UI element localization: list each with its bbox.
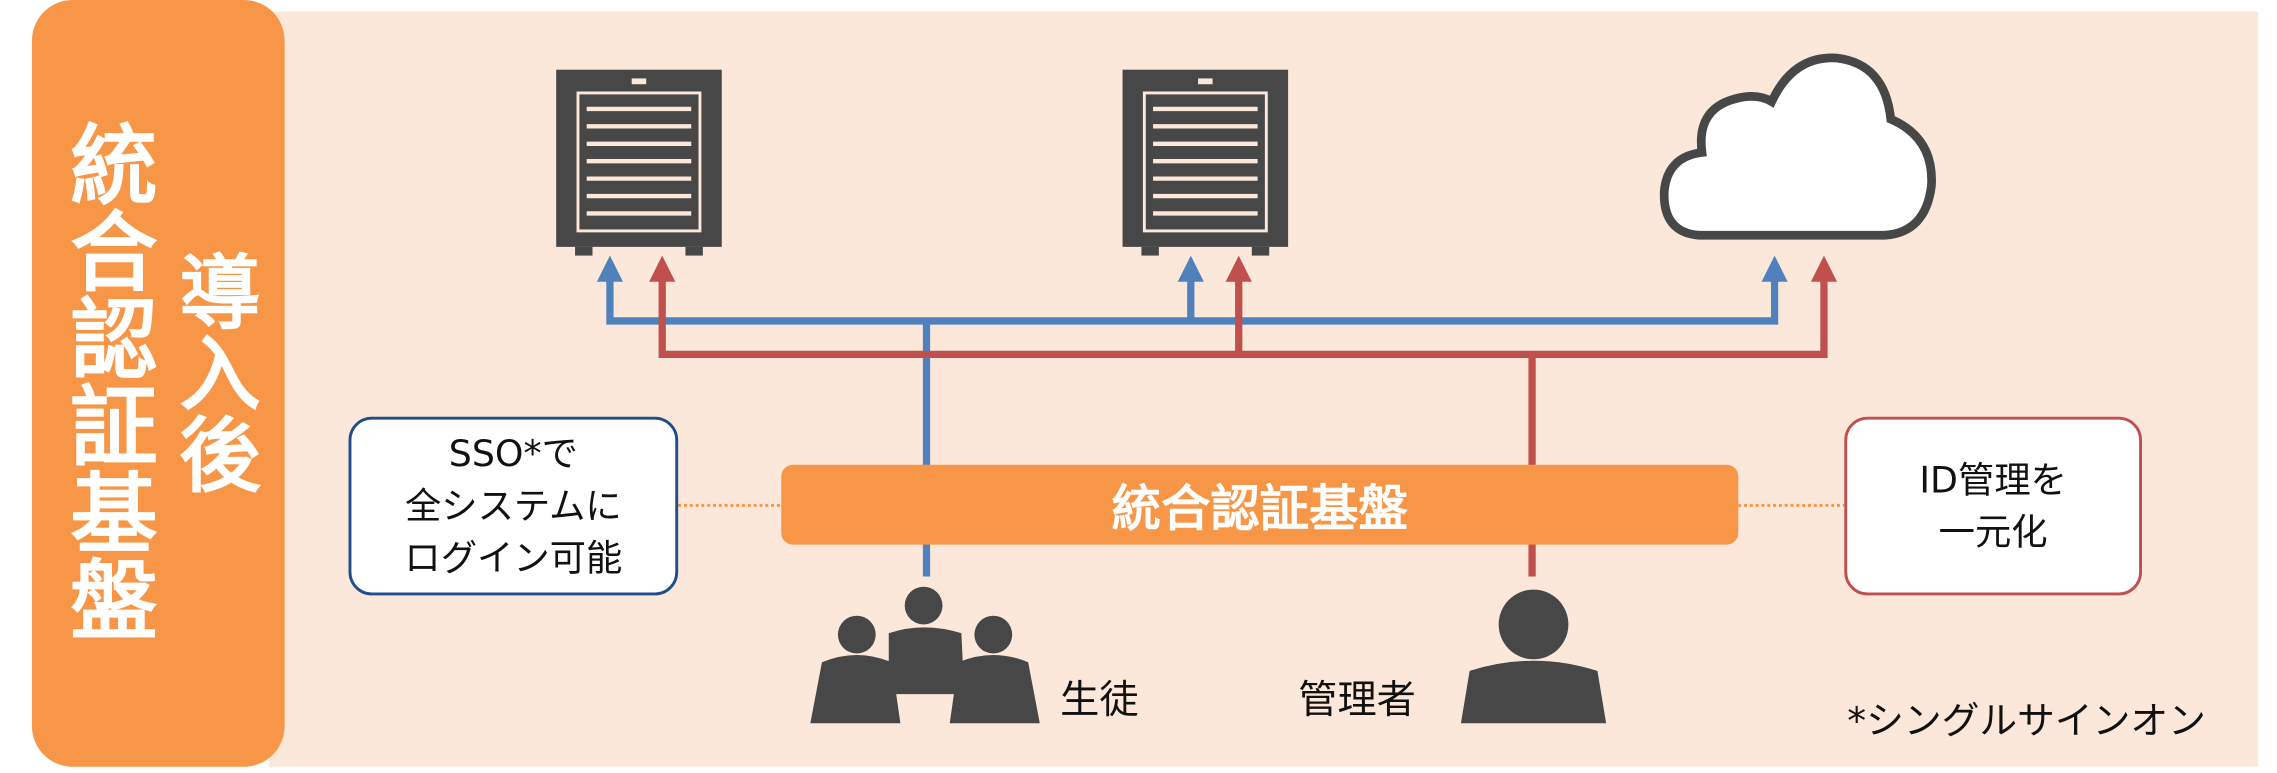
server-icon xyxy=(1122,69,1289,256)
red-arrowheads xyxy=(649,255,1838,282)
callout-line: SSO*で xyxy=(448,432,578,475)
callout-line: ID管理を xyxy=(1919,458,2067,501)
footnote: *シングルサインオン xyxy=(1847,699,2206,744)
admin-icon xyxy=(1460,589,1607,724)
callout-line: 一元化 xyxy=(1938,510,2048,553)
side-panel-subtitle: 導入後 xyxy=(165,249,260,494)
callout-line: ログイン可能 xyxy=(404,536,623,579)
admin-label: 管理者 xyxy=(1298,678,1416,724)
students-icon xyxy=(810,586,1040,724)
students-label: 生徒 xyxy=(1060,678,1139,724)
blue-arrowheads xyxy=(596,255,1788,282)
side-panel xyxy=(31,0,285,767)
callout-line: 全システムに xyxy=(404,484,622,527)
id-management-callout: ID管理を 一元化 xyxy=(1844,416,2142,596)
platform-label: 統合認証基盤 xyxy=(1111,480,1408,539)
sso-callout: SSO*で 全システムに ログイン可能 xyxy=(348,416,679,596)
platform-bar xyxy=(781,464,1739,545)
cloud-icon xyxy=(1659,53,1936,240)
server-icon xyxy=(556,69,722,256)
side-panel-title: 統合認証基盤 xyxy=(55,119,157,642)
